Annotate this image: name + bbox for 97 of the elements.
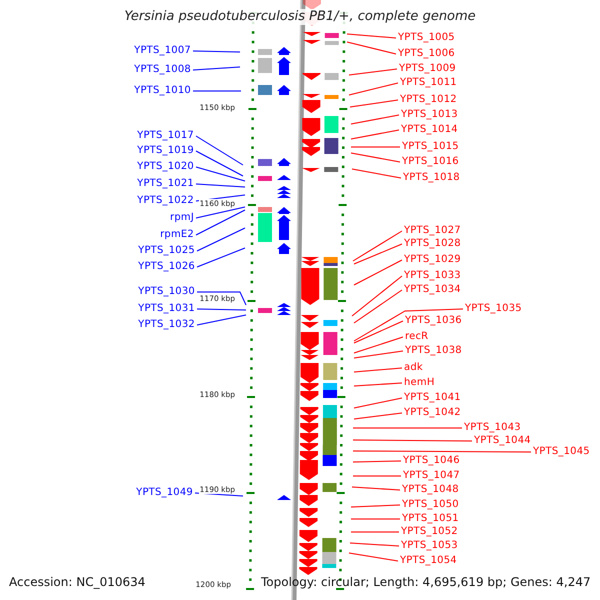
footer-note: Topology: circular; Length: 4,695,619 bp; Genes: 4,247 [261, 575, 591, 589]
leader-line [354, 260, 402, 286]
gene-label: YPTS_1031 [138, 303, 195, 315]
leader-line [350, 130, 400, 140]
leader-line [352, 230, 402, 262]
leader-line [350, 504, 400, 508]
leader-line [354, 368, 402, 372]
gene-label: YPTS_1017 [137, 130, 194, 142]
leader-line [196, 136, 244, 166]
leader-line [196, 228, 246, 252]
gene-label: YPTS_1012 [400, 94, 457, 106]
gene-label: YPTS_1009 [399, 63, 456, 75]
leader-line [196, 150, 244, 176]
leader-line [354, 336, 404, 354]
leader-line [196, 184, 246, 188]
gene-label: rpmJ [170, 212, 194, 224]
gene-label: YPTS_1041 [404, 392, 461, 404]
gene-label: YPTS_1020 [137, 161, 194, 173]
leader-line [196, 166, 246, 182]
gene-label: YPTS_1025 [138, 245, 195, 257]
leader-line [196, 292, 246, 306]
gene-label: YPTS_1052 [401, 526, 458, 538]
leader-line [348, 68, 398, 76]
footer-note: Accession: NC_010634 [9, 575, 146, 589]
leader-line [348, 552, 398, 562]
gene-label: recR [405, 331, 428, 343]
leader-line [352, 276, 402, 316]
gene-label: rpmE2 [160, 229, 194, 241]
leader-line [192, 90, 242, 92]
leader-line [192, 50, 240, 52]
gene-label: YPTS_1010 [134, 85, 191, 97]
gene-label: YPTS_1030 [138, 286, 195, 298]
leader-line [354, 350, 404, 358]
leader-line [354, 412, 402, 420]
gene-label: YPTS_1050 [402, 499, 459, 511]
gene-label: hemH [404, 377, 435, 389]
leader-line [346, 34, 396, 38]
gene-label: YPTS_1027 [404, 225, 461, 237]
gene-label: YPTS_1035 [465, 303, 522, 315]
gene-label: YPTS_1014 [401, 124, 458, 136]
leader-line [348, 82, 398, 96]
leader-line [354, 290, 402, 324]
leader-line [352, 450, 532, 452]
gene-label: YPTS_1029 [404, 254, 461, 266]
leader-line [352, 440, 472, 442]
leader-line [354, 320, 404, 344]
gene-label: YPTS_1049 [136, 487, 193, 499]
gene-label: YPTS_1015 [402, 141, 459, 153]
gene-label: YPTS_1028 [404, 238, 461, 250]
leader-line [352, 168, 402, 178]
gene-label: YPTS_1011 [400, 77, 457, 89]
leader-line [196, 314, 246, 326]
leader-line [196, 210, 246, 236]
gene-label: YPTS_1005 [398, 32, 455, 44]
gene-label: YPTS_1032 [138, 319, 195, 331]
gene-label: YPTS_1022 [137, 195, 194, 207]
gene-label: YPTS_1043 [464, 422, 521, 434]
leader-line [350, 518, 400, 520]
gene-label: YPTS_1019 [137, 145, 194, 157]
leader-line [352, 486, 400, 490]
leader-line [196, 248, 246, 268]
gene-label: YPTS_1047 [403, 470, 460, 482]
leader-line [354, 244, 402, 264]
leader-line [354, 382, 402, 386]
leader-line [196, 206, 246, 218]
gene-label: YPTS_1036 [405, 315, 462, 327]
leader-line [196, 308, 246, 310]
leader-line [352, 460, 402, 462]
gene-label: YPTS_1034 [404, 284, 461, 296]
leader-line [350, 114, 400, 124]
gene-label: YPTS_1053 [401, 540, 458, 552]
leader-line [350, 542, 400, 546]
leader-line [346, 42, 396, 54]
gene-label: YPTS_1033 [404, 270, 461, 282]
gene-label: YPTS_1051 [402, 513, 459, 525]
gene-label: YPTS_1045 [533, 446, 590, 458]
leader-line [350, 100, 398, 108]
gene-label: YPTS_1008 [134, 64, 191, 76]
gene-label: YPTS_1046 [403, 455, 460, 467]
leader-line [354, 308, 464, 342]
gene-label: YPTS_1044 [474, 435, 531, 447]
gene-label: YPTS_1054 [400, 555, 457, 567]
gene-label: YPTS_1048 [402, 484, 459, 496]
gene-label: YPTS_1042 [404, 407, 461, 419]
gene-label: YPTS_1021 [137, 178, 194, 190]
gene-label: adk [404, 362, 423, 374]
gene-label: YPTS_1007 [134, 45, 191, 57]
leader-line [350, 152, 400, 162]
leader-line [192, 66, 240, 70]
leader-line [350, 146, 400, 148]
gene-label: YPTS_1006 [398, 48, 455, 60]
gene-label: YPTS_1026 [138, 261, 195, 273]
gene-label: YPTS_1018 [403, 172, 460, 184]
gene-label: YPTS_1013 [401, 109, 458, 121]
gene-label: YPTS_1016 [402, 156, 459, 168]
leader-line [354, 398, 402, 408]
gene-label: YPTS_1038 [405, 345, 462, 357]
